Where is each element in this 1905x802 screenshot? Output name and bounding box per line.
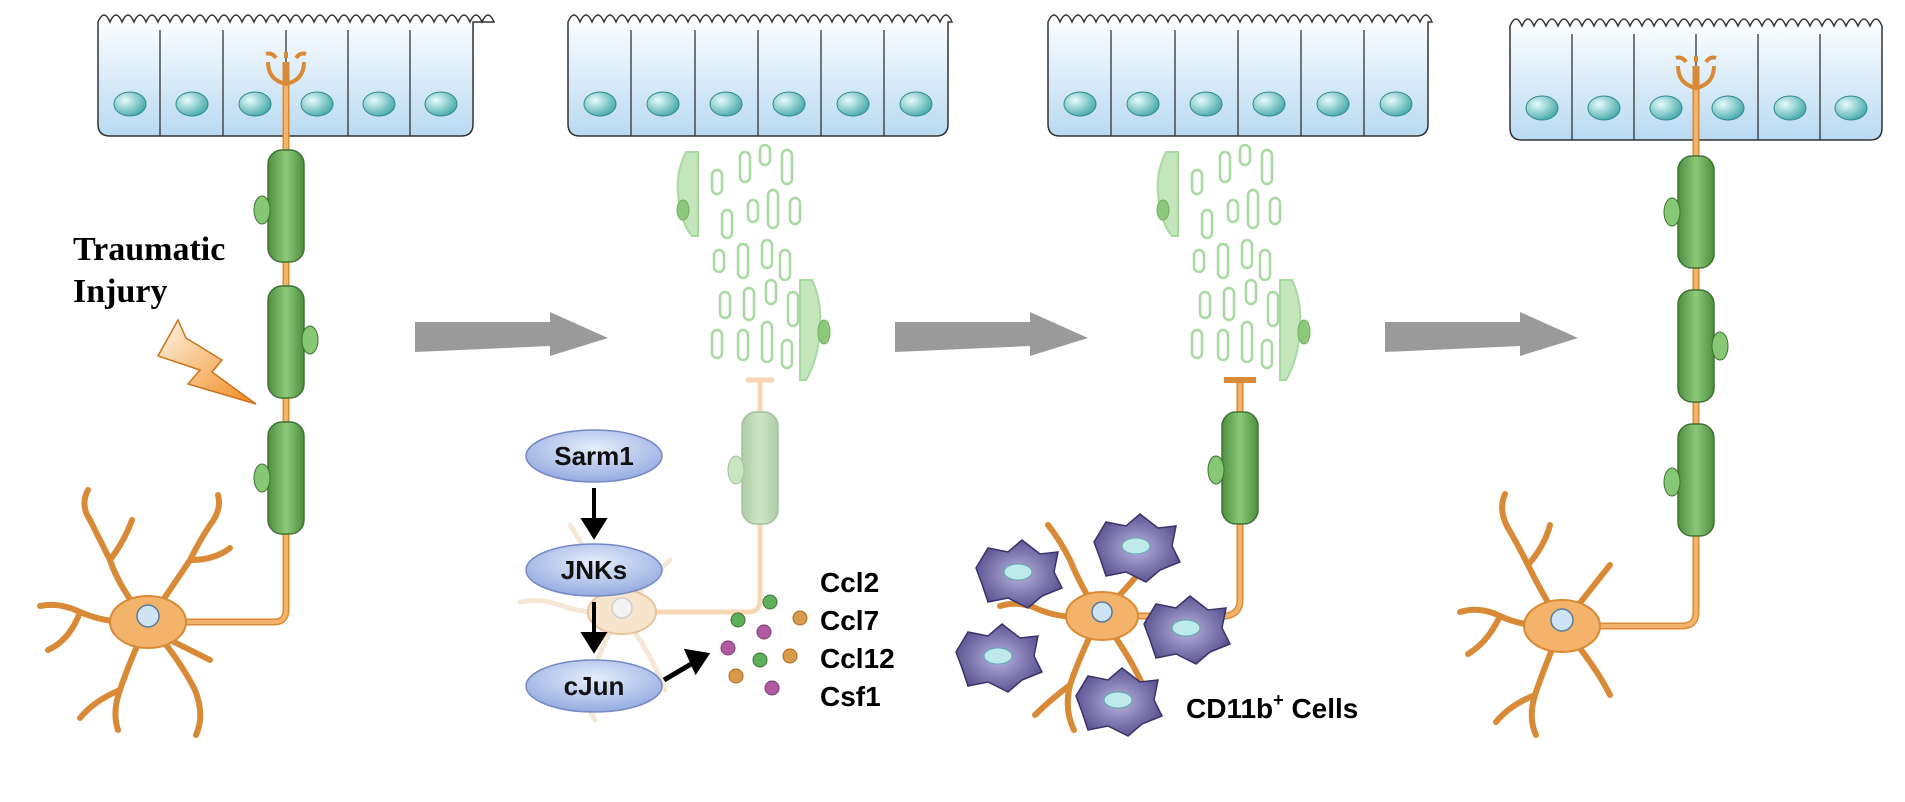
pathway-pill-cjun: cJun — [525, 659, 663, 713]
svg-text:cJun: cJun — [564, 671, 625, 701]
neuron-panel-3 — [997, 143, 1311, 733]
myelin-sheath — [253, 149, 319, 535]
svg-text:JNKs: JNKs — [561, 555, 627, 585]
cytokine-label-csf1: Csf1 — [820, 681, 881, 712]
macrophage — [1143, 595, 1232, 665]
neuron-panel-1 — [37, 51, 319, 738]
cytokine-label-ccl7: Ccl7 — [820, 605, 879, 636]
macrophage — [975, 539, 1064, 609]
epithelium-panel-1 — [97, 14, 496, 137]
injury-label-line1: Traumatic — [73, 231, 225, 268]
cd11b-cells-label: CD11b+ Cells — [1186, 690, 1358, 724]
process-arrow-icon — [415, 312, 608, 356]
svg-text:Sarm1: Sarm1 — [554, 441, 634, 471]
lightning-bolt-icon — [156, 318, 257, 405]
pathway-arrow-icon — [580, 488, 608, 540]
pathway-arrow-icon — [580, 602, 608, 654]
chemokine-dot — [720, 594, 808, 696]
epithelium-panel-2 — [567, 14, 954, 137]
pathway-pill-jnks: JNKs — [525, 543, 663, 597]
injury-label-line2: Injury — [73, 273, 167, 310]
cytokine-label-ccl12: Ccl12 — [820, 643, 895, 674]
secretion-arrow-icon — [662, 648, 711, 683]
epithelium-panel-3 — [1047, 14, 1434, 137]
cytokine-label-ccl2: Ccl2 — [820, 567, 879, 598]
macrophage — [955, 623, 1044, 693]
macrophage — [1075, 667, 1164, 737]
pathway-pill-sarm1: Sarm1 — [525, 429, 663, 483]
process-arrow-icon — [895, 312, 1088, 356]
process-arrow-icon — [1385, 312, 1578, 356]
macrophage — [1093, 513, 1182, 583]
neuron-panel-2 — [517, 143, 831, 723]
neuron-panel-4 — [1457, 55, 1729, 738]
